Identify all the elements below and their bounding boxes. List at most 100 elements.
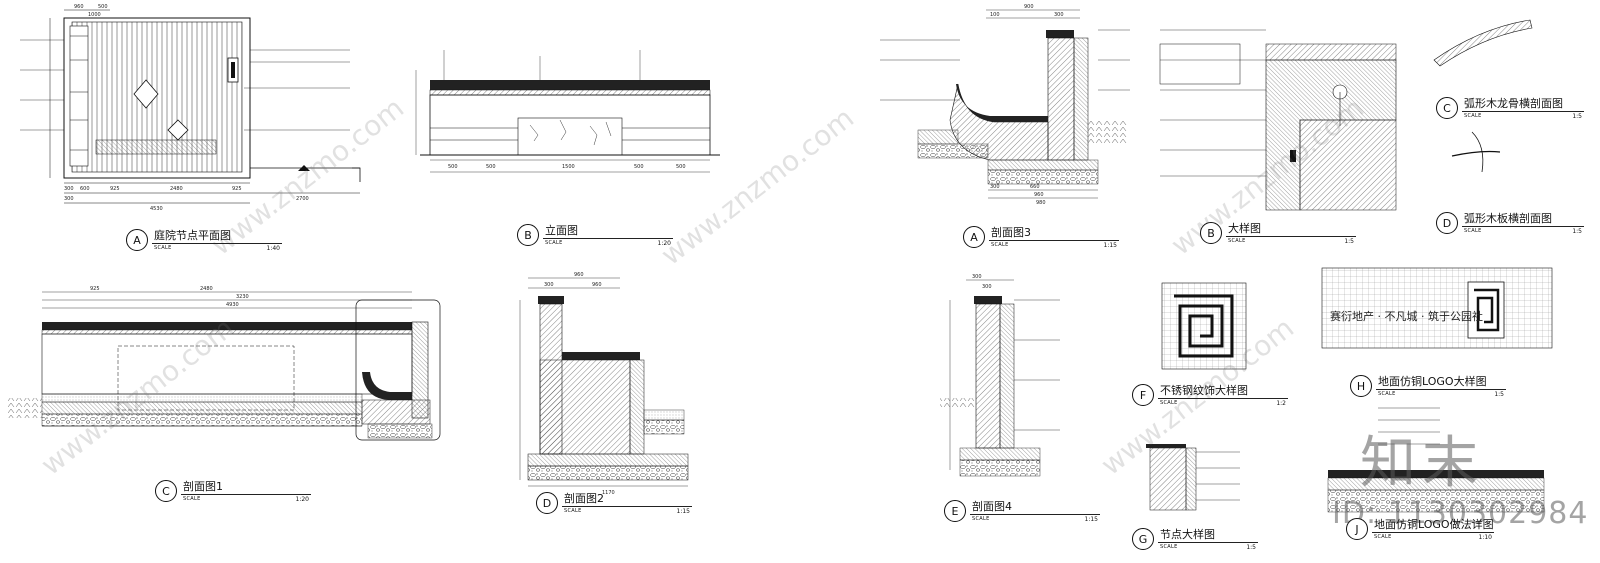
plan-dim-b2-1: 2700 <box>296 196 309 202</box>
label-ratio: 1:5 <box>1572 113 1582 120</box>
label-ratio: 1:5 <box>1344 238 1354 245</box>
logo-text: 赛衍地产 · 不凡城 · 筑于公园社 <box>1330 309 1483 323</box>
sec1-dim-3: 4930 <box>226 302 239 308</box>
section2-drawing: 960 300 960 1170 <box>519 272 689 496</box>
label-letter: J <box>1346 518 1368 540</box>
label-title: 立面图 <box>545 224 578 237</box>
sec4-dim-0: 300 <box>972 274 982 280</box>
sec3-dim-0: 100 <box>990 12 1000 18</box>
label-ratio: 1:40 <box>266 245 280 252</box>
sec4-dim-1: 300 <box>982 284 992 290</box>
arc-sections <box>1433 19 1533 173</box>
sec3-dim-2: 300 <box>1054 12 1064 18</box>
section3-drawing: 100 900 300 300 660 960 980 <box>880 4 1130 206</box>
label-section4: E 剖面图4 SCALE 1:15 <box>944 500 1100 528</box>
label-title: 弧形木龙骨横剖面图 <box>1464 97 1563 110</box>
label-stainless: F 不锈钢纹饰大样图 SCALE 1:2 <box>1132 384 1288 412</box>
plan-dim-b1-1: 600 <box>80 186 90 192</box>
elev-dim-2: 1500 <box>562 164 575 170</box>
sec3-dim-3: 300 <box>990 184 1000 190</box>
sec2-dim-1: 300 <box>544 282 554 288</box>
label-title: 地面仿铜LOGO大样图 <box>1378 375 1487 388</box>
label-scale: SCALE <box>1464 113 1482 119</box>
plan-dim-top-1: 500 <box>98 4 108 10</box>
label-scale: SCALE <box>564 508 582 514</box>
elev-dim-0: 500 <box>448 164 458 170</box>
sec2-dim-0: 960 <box>574 272 584 278</box>
plan-dim-top-2: 1000 <box>88 12 101 18</box>
label-arc-board: D 弧形木板横剖面图 SCALE 1:5 <box>1436 212 1584 240</box>
logo-section <box>1327 407 1545 513</box>
label-title: 剖面图2 <box>564 492 604 505</box>
plan-dim-b3-0: 4530 <box>150 206 163 212</box>
plan-drawing: 960 500 1000 300 600 925 2480 925 300 27… <box>20 4 361 212</box>
label-elevation: B 立面图 SCALE 1:20 <box>517 224 673 252</box>
label-letter: C <box>1436 97 1458 119</box>
label-title: 剖面图4 <box>972 500 1012 513</box>
label-scale: SCALE <box>1228 238 1246 244</box>
label-letter: D <box>536 492 558 514</box>
label-ratio: 1:15 <box>676 508 690 515</box>
label-ratio: 1:5 <box>1494 391 1504 398</box>
watermark-id: ID: 1130302984 <box>1332 496 1589 531</box>
label-letter: E <box>944 500 966 522</box>
elev-dim-4: 500 <box>676 164 686 170</box>
plan-dim-b1-4: 925 <box>232 186 242 192</box>
section4-drawing: 300 300 <box>940 274 1060 477</box>
label-letter: B <box>1200 222 1222 244</box>
watermark-brand: 知末 <box>1360 431 1484 496</box>
plan-dim-b1-0: 300 <box>64 186 74 192</box>
label-ratio: 1:5 <box>1246 544 1256 551</box>
label-title: 节点大样图 <box>1160 528 1215 541</box>
label-title: 弧形木板横剖面图 <box>1464 212 1552 225</box>
label-letter: F <box>1132 384 1154 406</box>
label-scale: SCALE <box>972 516 990 522</box>
elev-dim-3: 500 <box>634 164 644 170</box>
node-detail <box>1146 444 1240 511</box>
label-scale: SCALE <box>545 240 563 246</box>
label-ratio: 1:2 <box>1276 400 1286 407</box>
plan-dim-b1-3: 2480 <box>170 186 183 192</box>
elevation-drawing: 500 500 1500 500 500 <box>415 50 720 173</box>
label-scale: SCALE <box>1160 400 1178 406</box>
label-ratio: 1:5 <box>1572 228 1582 235</box>
label-ratio: 1:15 <box>1103 242 1117 249</box>
sec1-dim-1: 2480 <box>200 286 213 292</box>
label-scale: SCALE <box>991 242 1009 248</box>
label-scale: SCALE <box>1378 391 1396 397</box>
sec3-dim-4: 660 <box>1030 184 1040 190</box>
label-section3: A 剖面图3 SCALE 1:15 <box>963 226 1119 254</box>
sec2-dim-2: 960 <box>592 282 602 288</box>
label-scale: SCALE <box>1464 228 1482 234</box>
label-scale: SCALE <box>183 496 201 502</box>
plan-dim-b1-2: 925 <box>110 186 120 192</box>
label-letter: H <box>1350 375 1372 397</box>
label-letter: D <box>1436 212 1458 234</box>
label-logo-plan: H 地面仿铜LOGO大样图 SCALE 1:5 <box>1350 375 1506 403</box>
label-letter: G <box>1132 528 1154 550</box>
plan-dim-b2-0: 300 <box>64 196 74 202</box>
plan-dim-top-0: 960 <box>74 4 84 10</box>
plan-leaders <box>20 39 350 131</box>
sec1-dim-2: 3230 <box>236 294 249 300</box>
label-ratio: 1:20 <box>657 240 671 247</box>
label-letter: B <box>517 224 539 246</box>
label-title: 地面仿铜LOGO做法详图 <box>1374 518 1494 531</box>
label-letter: C <box>155 480 177 502</box>
detail-drawing <box>1159 29 1397 211</box>
label-ratio: 1:15 <box>1084 516 1098 523</box>
sec3-dim-5: 960 <box>1034 192 1044 198</box>
elev-dim-1: 500 <box>486 164 496 170</box>
sec3-dim-1: 900 <box>1024 4 1034 10</box>
label-title: 剖面图3 <box>991 226 1031 239</box>
label-scale: SCALE <box>154 245 172 251</box>
label-letter: A <box>126 229 148 251</box>
label-letter: A <box>963 226 985 248</box>
label-title: 不锈钢纹饰大样图 <box>1160 384 1248 397</box>
label-scale: SCALE <box>1160 544 1178 550</box>
